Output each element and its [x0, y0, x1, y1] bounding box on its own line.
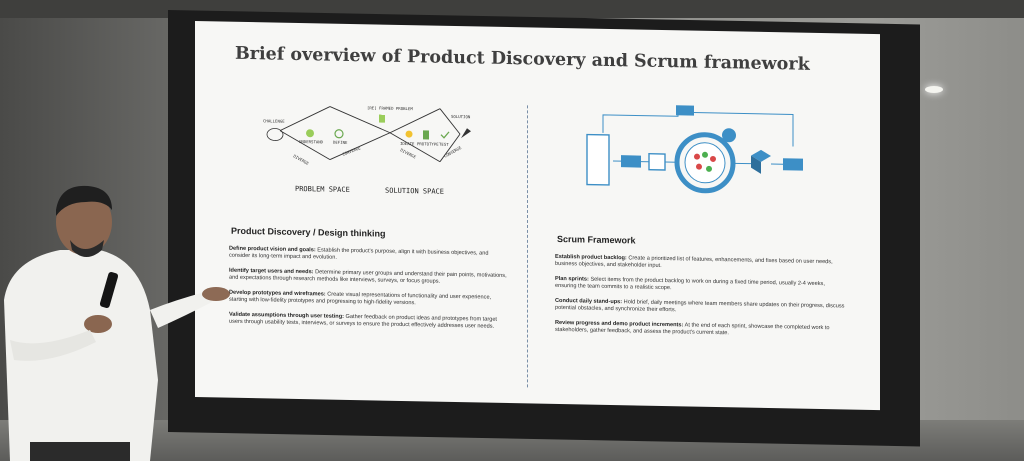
diagram-label: TEST [439, 142, 449, 147]
check-icon [440, 131, 450, 139]
scrum-list: Establish product backlog: Create a prio… [555, 254, 845, 348]
diagram-label: UNDERSTAND [299, 139, 324, 144]
solution-space-label: SOLUTION SPACE [385, 187, 444, 196]
ceiling [0, 0, 1024, 18]
scrum-item-title: Conduct daily stand-ups: [555, 297, 623, 306]
flag-icon [379, 114, 385, 123]
diagram-label: [RE] FRAMED PROBLEM [367, 105, 413, 111]
scrum-item: Conduct daily stand-ups: Hold brief, dai… [555, 298, 845, 318]
design-thinking-heading: Product Discovery / Design thinking [231, 225, 386, 239]
target-icon [334, 129, 344, 139]
people-icon [306, 129, 314, 138]
scrum-item: Establish product backlog: Create a prio… [555, 254, 845, 274]
phone-icon [423, 130, 429, 140]
diagram-label: CHALLENGE [263, 118, 285, 123]
sprint-review-box [783, 158, 803, 171]
scrum-heading: Scrum Framework [557, 233, 636, 246]
column-divider [527, 105, 528, 388]
lightbulb-icon [405, 130, 413, 138]
sprint-retrospective-box [676, 105, 694, 116]
product-backlog-icon [586, 133, 610, 186]
design-thinking-list: Define product vision and goals: Establi… [229, 246, 509, 339]
diagram-label: IDEATE [400, 141, 415, 146]
design-thinking-item: Define product vision and goals: Establi… [229, 246, 509, 265]
problem-space-label: PROBLEM SPACE [295, 185, 350, 194]
presenter [4, 185, 230, 461]
projected-slide: Brief overview of Product Discovery and … [195, 21, 880, 411]
cloud-icon [266, 128, 284, 141]
rocket-icon [461, 128, 471, 139]
design-thinking-item: Develop prototypes and wireframes: Creat… [229, 290, 509, 309]
slide-title: Brief overview of Product Discovery and … [235, 43, 810, 75]
diagram-label: DIVERGE [293, 153, 311, 166]
design-thinking-item: Identify target users and needs: Determi… [229, 268, 509, 287]
scrum-item-title: Plan sprints: [555, 275, 589, 283]
scrum-process-diagram [586, 105, 803, 194]
scrum-item: Plan sprints: Select items from the prod… [555, 276, 845, 296]
diagram-label: PROTOTYPE [417, 141, 439, 146]
increment-icon [751, 149, 771, 174]
sprint-backlog-icon [648, 153, 666, 171]
diagram-label: SOLUTION [451, 114, 471, 119]
team-icon [694, 151, 716, 172]
double-diamond-diagram: CHALLENGE UNDERSTAND DEFINE [RE] FRAMED … [263, 105, 471, 196]
diagram-label: DIVERGE [400, 147, 418, 159]
daily-scrum-badge [722, 128, 736, 143]
design-thinking-item: Validate assumptions through user testin… [229, 312, 509, 331]
ceiling-light [925, 86, 943, 93]
scrum-item: Review progress and demo product increme… [555, 320, 845, 340]
diagram-label: CONVERGE [342, 145, 362, 157]
daily-scrum-cycle [674, 132, 736, 194]
diagram-label: DEFINE [333, 140, 348, 145]
sprint-planning-box [621, 155, 641, 168]
scrum-item-text: Select items from the product backlog to… [555, 276, 825, 292]
